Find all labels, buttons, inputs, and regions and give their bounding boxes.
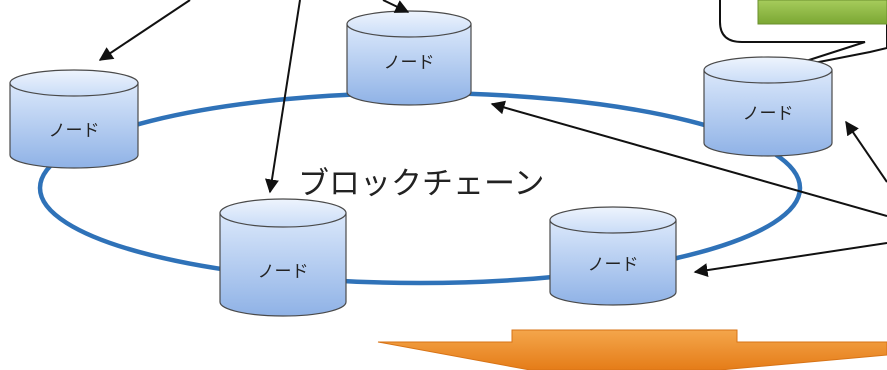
big-down-arrow <box>377 329 887 370</box>
node-label: ノード <box>384 53 435 73</box>
node-label: ノード <box>258 262 309 282</box>
arrow-to-left-node <box>98 0 191 61</box>
arrow-to-top-node <box>382 0 410 13</box>
arrow-to-top-node-from-right <box>490 100 887 217</box>
node-top-center: ノード <box>346 10 472 106</box>
node-label: ノード <box>743 104 794 124</box>
speech-callout <box>719 0 887 71</box>
arrow-to-right-node <box>845 120 887 183</box>
arrow-to-bottom-left-node <box>265 0 301 194</box>
node-label: ノード <box>588 255 639 275</box>
arrow-to-bottom-right-node <box>693 242 887 278</box>
node-right: ノード <box>703 56 833 157</box>
node-bottom-left: ノード <box>219 198 347 317</box>
node-left: ノード <box>9 69 139 169</box>
callout-green-box <box>757 0 887 25</box>
node-bottom-right: ノード <box>549 206 677 306</box>
arrows <box>98 0 887 278</box>
blockchain-label: ブロックチェーン <box>298 166 544 202</box>
node-label: ノード <box>49 121 100 141</box>
